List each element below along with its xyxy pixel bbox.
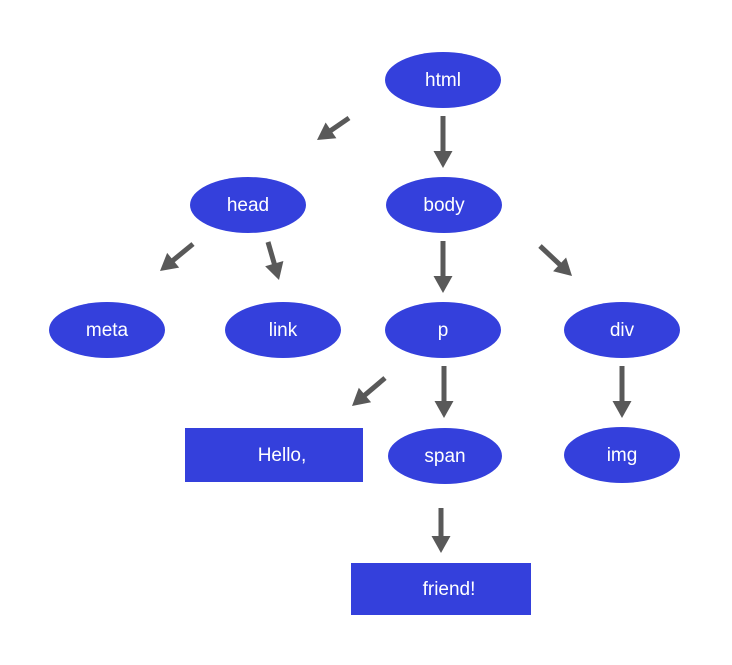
edge-shaft — [361, 376, 387, 399]
edge-shaft — [327, 115, 351, 135]
node-friend[interactable]: friend! — [351, 563, 531, 615]
node-label-body: body — [423, 195, 465, 216]
node-label-hello: Hello, — [258, 445, 307, 466]
node-shape-ellipse — [225, 302, 341, 358]
node-shape-ellipse — [386, 177, 502, 233]
edge-p-to-hello — [352, 376, 387, 406]
edge-shaft — [538, 244, 564, 269]
node-label-friend: friend! — [423, 579, 476, 600]
edges-layer — [160, 115, 632, 553]
edge-head-to-link — [265, 241, 284, 280]
node-shape-rectangle — [185, 428, 363, 482]
edge-head-to-meta — [160, 242, 195, 271]
node-meta[interactable]: meta — [49, 302, 165, 358]
arrowhead-icon — [433, 276, 453, 293]
node-head[interactable]: head — [190, 177, 306, 233]
arrowhead-icon — [612, 401, 632, 418]
arrowhead-icon — [553, 257, 572, 276]
node-shape-ellipse — [385, 52, 501, 108]
node-link[interactable]: link — [225, 302, 341, 358]
node-span[interactable]: span — [388, 428, 502, 484]
arrowhead-icon — [265, 261, 284, 280]
edge-span-to-friend — [431, 508, 451, 553]
node-label-p: p — [438, 320, 449, 341]
edge-shaft — [169, 242, 195, 265]
node-p[interactable]: p — [385, 302, 501, 358]
node-img[interactable]: img — [564, 427, 680, 483]
node-div[interactable]: div — [564, 302, 680, 358]
arrowhead-icon — [352, 387, 372, 406]
edge-html-to-head — [317, 115, 351, 140]
arrowhead-icon — [434, 401, 454, 418]
node-label-head: head — [227, 195, 269, 216]
edge-div-to-img — [612, 366, 632, 418]
edge-shaft — [265, 241, 278, 268]
node-html[interactable]: html — [385, 52, 501, 108]
node-label-span: span — [424, 446, 465, 467]
node-shape-ellipse — [564, 427, 680, 483]
node-shape-ellipse — [388, 428, 502, 484]
arrowhead-icon — [317, 122, 337, 140]
node-shape-ellipse — [385, 302, 501, 358]
node-body[interactable]: body — [386, 177, 502, 233]
arrowhead-icon — [433, 151, 453, 168]
edge-body-to-div — [538, 244, 572, 276]
node-label-meta: meta — [86, 320, 129, 341]
node-shape-ellipse — [49, 302, 165, 358]
edge-html-to-body — [433, 116, 453, 168]
node-shape-ellipse — [190, 177, 306, 233]
arrowhead-icon — [160, 252, 180, 271]
edge-p-to-span — [434, 366, 454, 418]
arrowhead-icon — [431, 536, 451, 553]
node-label-link: link — [269, 320, 298, 341]
edge-body-to-p — [433, 241, 453, 293]
node-label-div: div — [610, 320, 635, 341]
node-shape-rectangle — [351, 563, 531, 615]
node-hello[interactable]: Hello, — [185, 428, 363, 482]
node-label-img: img — [607, 445, 638, 466]
node-shape-ellipse — [564, 302, 680, 358]
node-label-html: html — [425, 70, 461, 91]
